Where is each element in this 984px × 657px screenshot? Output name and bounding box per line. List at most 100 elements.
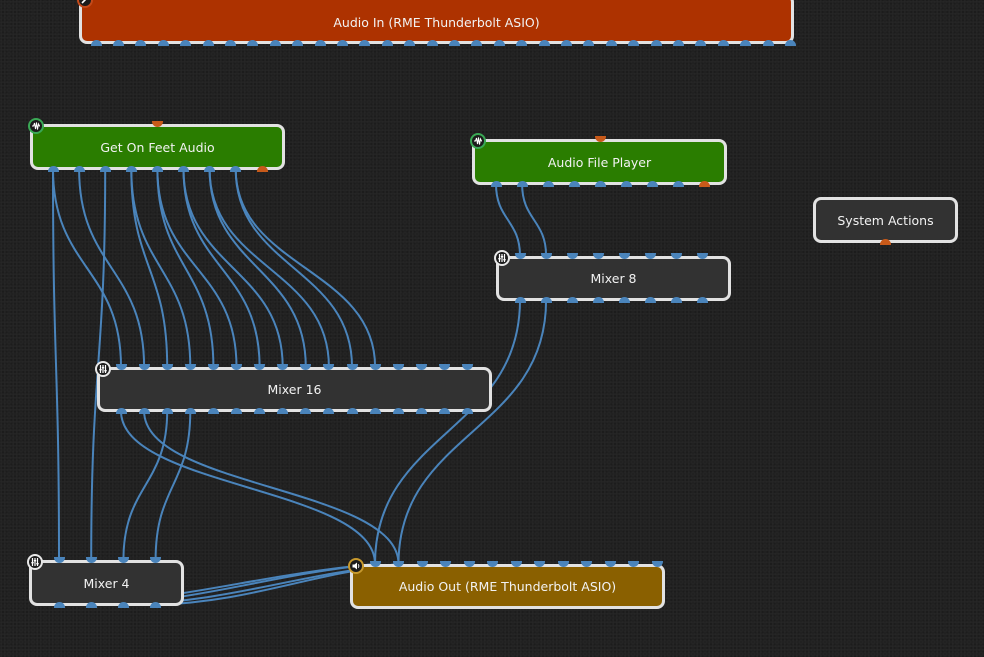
output-port[interactable] (151, 166, 163, 172)
input-port[interactable] (604, 561, 616, 567)
output-port[interactable] (542, 181, 554, 187)
output-port[interactable] (178, 166, 189, 172)
output-port[interactable] (73, 166, 85, 172)
output-port[interactable] (300, 408, 312, 414)
output-port[interactable] (650, 40, 662, 46)
input-port[interactable] (628, 561, 639, 567)
output-port[interactable] (254, 408, 266, 414)
connection-wire[interactable] (182, 168, 284, 368)
output-port[interactable] (157, 40, 169, 46)
output-port[interactable] (740, 40, 752, 46)
output-port[interactable] (618, 297, 630, 303)
output-port[interactable] (493, 40, 505, 46)
node-mixer-4[interactable]: Mixer 4 (29, 560, 184, 606)
connection-wire[interactable] (182, 168, 261, 368)
output-port[interactable] (404, 40, 416, 46)
output-port[interactable] (90, 40, 102, 46)
output-port[interactable] (647, 181, 659, 187)
node-get-on-feet-audio[interactable]: Get On Feet Audio (30, 124, 285, 170)
output-port[interactable] (99, 166, 111, 172)
output-port[interactable] (224, 40, 236, 46)
mixer-sliders-icon[interactable] (494, 250, 510, 266)
output-port[interactable] (115, 408, 127, 414)
output-port[interactable] (568, 181, 580, 187)
output-port[interactable] (336, 40, 348, 46)
control-output-port[interactable] (256, 166, 268, 172)
output-port[interactable] (135, 40, 147, 46)
output-port[interactable] (125, 166, 137, 172)
output-port[interactable] (346, 408, 358, 414)
output-port[interactable] (448, 40, 460, 46)
output-port[interactable] (117, 602, 129, 608)
output-port[interactable] (762, 40, 774, 46)
waveform-icon[interactable] (28, 118, 44, 134)
input-port[interactable] (651, 561, 663, 567)
input-port[interactable] (645, 253, 656, 259)
input-port[interactable] (581, 561, 592, 567)
waveform-icon[interactable] (470, 133, 486, 149)
input-port[interactable] (697, 253, 709, 259)
output-port[interactable] (53, 602, 65, 608)
output-port[interactable] (490, 181, 502, 187)
output-port[interactable] (277, 408, 289, 414)
output-port[interactable] (112, 40, 124, 46)
connection-wire[interactable] (208, 168, 307, 368)
input-port[interactable] (566, 253, 578, 259)
output-port[interactable] (369, 408, 381, 414)
output-port[interactable] (314, 40, 326, 46)
input-port[interactable] (671, 253, 683, 259)
output-port[interactable] (514, 297, 526, 303)
input-port[interactable] (557, 561, 569, 567)
control-input-port[interactable] (151, 121, 163, 127)
connection-wire[interactable] (156, 168, 238, 368)
control-input-port[interactable] (594, 136, 606, 142)
output-port[interactable] (784, 40, 796, 46)
speaker-icon[interactable] (348, 558, 364, 574)
connection-wire[interactable] (521, 183, 548, 257)
output-port[interactable] (392, 408, 404, 414)
output-port[interactable] (359, 40, 371, 46)
output-port[interactable] (566, 297, 578, 303)
output-port[interactable] (560, 40, 572, 46)
connection-wire[interactable] (122, 410, 169, 561)
output-port[interactable] (695, 40, 707, 46)
connection-wire[interactable] (130, 168, 192, 368)
connection-wire[interactable] (208, 168, 330, 368)
output-port[interactable] (592, 297, 604, 303)
output-port[interactable] (292, 40, 304, 46)
connection-wire[interactable] (154, 410, 192, 561)
connection-wire[interactable] (495, 183, 521, 257)
output-port[interactable] (673, 181, 685, 187)
connection-wire[interactable] (143, 410, 400, 565)
output-port[interactable] (415, 408, 427, 414)
output-port[interactable] (628, 40, 640, 46)
output-port[interactable] (540, 297, 552, 303)
connection-wire[interactable] (397, 299, 548, 565)
output-port[interactable] (230, 166, 242, 172)
output-port[interactable] (161, 408, 173, 414)
output-port[interactable] (381, 40, 393, 46)
output-port[interactable] (605, 40, 617, 46)
output-port[interactable] (594, 181, 606, 187)
output-port[interactable] (207, 408, 219, 414)
connection-wire[interactable] (78, 168, 146, 368)
connection-wire[interactable] (130, 168, 169, 368)
node-mixer-8[interactable]: Mixer 8 (496, 256, 731, 301)
node-audio-in[interactable]: Audio In (RME Thunderbolt ASIO) (79, 0, 794, 44)
node-audio-file-player[interactable]: Audio File Player (472, 139, 727, 185)
input-port[interactable] (592, 253, 604, 259)
output-port[interactable] (645, 297, 656, 303)
output-port[interactable] (85, 602, 97, 608)
connection-wire[interactable] (52, 168, 122, 368)
node-audio-out[interactable]: Audio Out (RME Thunderbolt ASIO) (350, 564, 665, 609)
connection-wire[interactable] (156, 168, 215, 368)
output-port[interactable] (231, 408, 242, 414)
output-port[interactable] (462, 408, 473, 414)
control-output-port[interactable] (698, 181, 710, 187)
output-port[interactable] (138, 408, 150, 414)
output-port[interactable] (671, 297, 683, 303)
connection-wire[interactable] (234, 168, 377, 368)
node-mixer-16[interactable]: Mixer 16 (97, 367, 492, 412)
output-port[interactable] (621, 181, 632, 187)
output-port[interactable] (516, 181, 528, 187)
